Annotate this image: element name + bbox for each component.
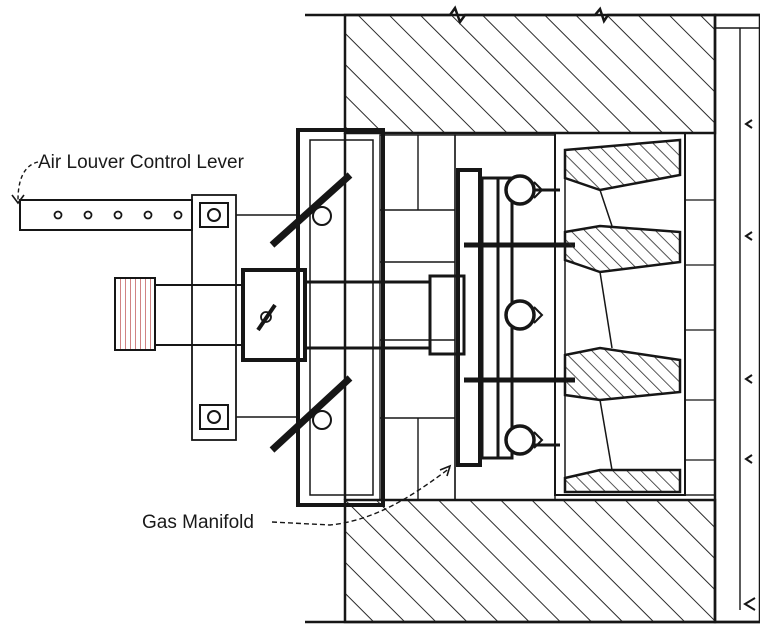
furnace-wall	[305, 5, 760, 624]
gas-inlet-pipe	[114, 268, 466, 362]
burner-tiles	[554, 132, 716, 496]
gas-manifold-callout: Gas Manifold	[142, 464, 452, 533]
air-louver-housing	[269, 128, 385, 507]
combustion-chamber	[713, 13, 760, 624]
air-louver-callout: Air Louver Control Lever	[11, 152, 245, 205]
lever-adjustment-holes	[53, 210, 183, 220]
air-louver-control-lever-label: Air Louver Control Lever	[38, 152, 245, 173]
gas-manifold-label: Gas Manifold	[142, 512, 254, 533]
nozzle-fittings	[504, 174, 536, 456]
air-louver-control-lever	[19, 194, 300, 441]
gas-manifold	[456, 168, 575, 467]
